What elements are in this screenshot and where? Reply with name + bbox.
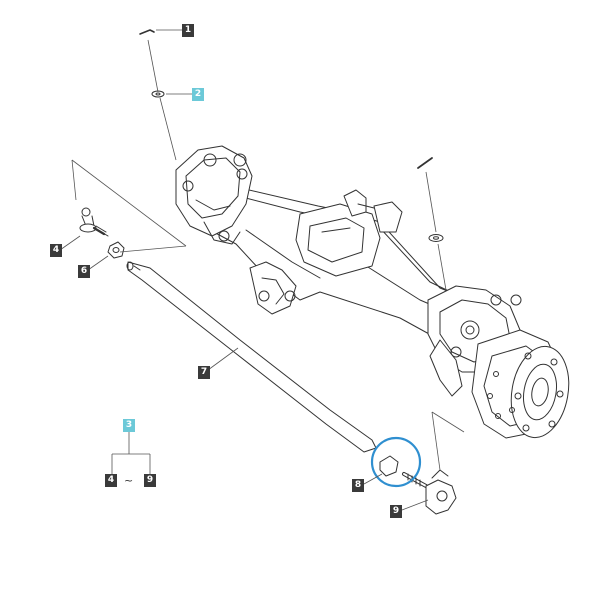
right-tie-rod-end	[402, 469, 457, 515]
callout-4-left: 4	[50, 244, 62, 257]
tie-rod-tube	[126, 261, 377, 453]
callout-4-range: 4	[105, 474, 117, 487]
callout-7: 7	[198, 366, 210, 379]
callout-3: 3	[123, 419, 135, 432]
leader-lines	[59, 29, 465, 511]
callout-1: 1	[182, 24, 194, 37]
highlight-circle	[370, 436, 422, 488]
left-pin-and-washer	[139, 29, 165, 98]
right-pin-and-washer	[417, 157, 444, 242]
front-axle-housing	[175, 145, 570, 439]
callout-9-range: 9	[144, 474, 156, 487]
range-separator: ~	[124, 474, 134, 487]
callout-9-right: 9	[390, 505, 402, 518]
callout-8: 8	[352, 479, 364, 492]
left-tie-rod-end	[79, 207, 109, 237]
callout-6: 6	[78, 265, 90, 278]
callout-2: 2	[192, 88, 204, 101]
left-nut	[107, 241, 125, 259]
right-clamp	[379, 455, 399, 477]
